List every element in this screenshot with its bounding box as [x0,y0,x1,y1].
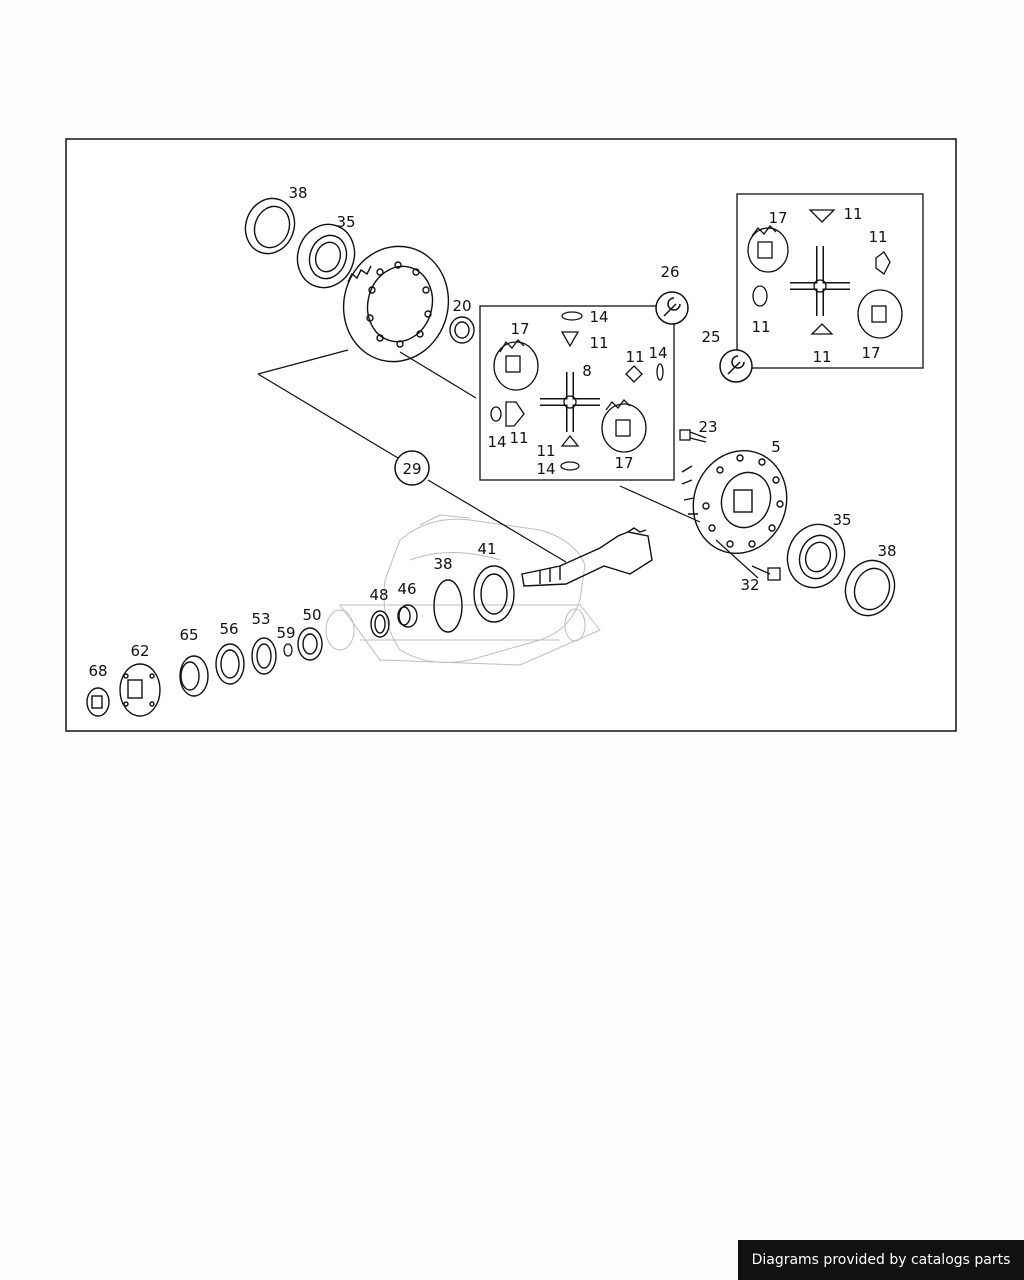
inset-left-label-11-bottom: 11 [536,442,555,460]
callout-59: 59 [276,624,295,642]
wrench-icon [719,349,753,383]
nut-68 [86,687,110,717]
callout-38-right: 38 [877,542,896,560]
inset-left-label-11-left: 11 [509,429,528,447]
callout-25: 25 [701,328,720,346]
diff-housing-5 [681,449,788,555]
inset-right-label-11-left: 11 [751,318,770,336]
inset-left-label-14-left: 14 [487,433,506,451]
callout-26: 26 [660,263,679,281]
callout-38-top: 38 [288,184,307,202]
inset-left-label-11-right: 11 [625,348,644,366]
ring-48 [370,610,390,638]
callout-35-right: 35 [832,511,851,529]
callout-41: 41 [477,540,496,558]
callout-48: 48 [369,586,388,604]
inset-right-label-11-bottom: 11 [812,348,831,366]
spacer-65 [179,655,209,697]
inset-right-parts [747,209,903,339]
bearing-50 [297,627,323,661]
callout-53: 53 [251,610,270,628]
housing-ghost [325,514,601,666]
callout-65: 65 [179,626,198,644]
inset-right-label-17-bottom: 17 [861,344,880,362]
inset-left-label-11-top: 11 [589,334,608,352]
pinion-shaft [521,527,653,587]
bearing-35-top [296,223,356,289]
seal-ring-38-pinion [433,579,463,633]
inset-right-label-11-right: 11 [868,228,887,246]
callout-29: 29 [402,460,421,478]
callout-23: 23 [698,418,717,436]
callout-5: 5 [771,438,781,456]
inset-left-label-17-top: 17 [510,320,529,338]
callout-32: 32 [740,576,759,594]
seal-53 [251,637,277,675]
inset-left-label-17-bottom: 17 [614,454,633,472]
callout-35-top: 35 [336,213,355,231]
flange-62 [119,663,161,717]
bolt-23 [679,429,707,443]
seal-ring-38-right [844,559,896,617]
inset-left-label-14-bottom: 14 [536,460,555,478]
callout-20: 20 [452,297,471,315]
callout-68: 68 [88,662,107,680]
inset-left-label-8: 8 [582,362,592,380]
bearing-35-right [786,523,846,589]
callout-38-pinion: 38 [433,555,452,573]
callout-62: 62 [130,642,149,660]
wrench-icon [655,291,689,325]
inset-left-parts [490,311,664,471]
bolt-32 [751,565,781,581]
callout-circle-29 [394,450,430,486]
bearing-41 [473,565,515,623]
callout-46: 46 [397,580,416,598]
inset-right-label-11-top: 11 [843,205,862,223]
washer-59 [283,643,293,657]
seal-ring-38-top [244,197,296,255]
ring-56 [215,643,245,685]
inset-left-label-14-right: 14 [648,344,667,362]
washer-20 [449,316,475,344]
inset-box-right [736,193,924,369]
callout-56: 56 [219,620,238,638]
inset-right-label-17-top: 17 [768,209,787,227]
ring-gear [342,245,450,363]
spacer-46 [397,604,418,628]
callout-50: 50 [302,606,321,624]
inset-left-label-14-top: 14 [589,308,608,326]
footer-credit: Diagrams provided by catalogs parts [738,1240,1024,1280]
